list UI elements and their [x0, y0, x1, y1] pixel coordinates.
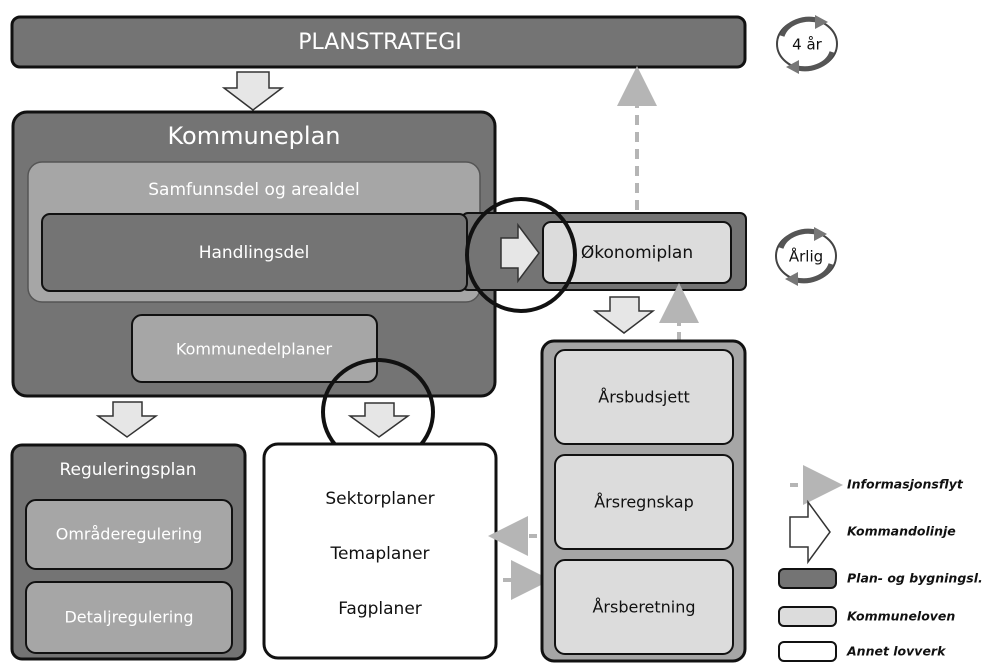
arsberetning-box: Årsberetning	[554, 559, 734, 655]
command-arrow-planstrategi	[221, 71, 285, 111]
handlingsdel-label: Handlingsdel	[199, 243, 310, 263]
legend-kommuneloven: Kommuneloven	[778, 606, 955, 627]
command-arrow-icon	[789, 499, 831, 565]
swatch-dark	[778, 568, 837, 589]
legend-plan-label: Plan- og bygningsl.	[847, 571, 983, 586]
arsbudsjett-box: Årsbudsjett	[554, 349, 734, 445]
legend-annet-label: Annet lovverk	[846, 644, 946, 659]
planstrategi-label: PLANSTRATEGI	[298, 30, 462, 55]
sektorplaner-box: Sektorplaner Temaplaner Fagplaner	[262, 442, 498, 660]
swatch-light	[778, 606, 837, 627]
kommuneplan-title: Kommuneplan	[168, 122, 341, 150]
command-arrow-budget	[592, 296, 656, 334]
okonomiplan-label: Økonomiplan	[581, 243, 693, 263]
command-arrow-regulering	[95, 401, 159, 438]
handlingsdel-box: Handlingsdel	[41, 213, 468, 292]
kommunedelplaner-label: Kommunedelplaner	[176, 340, 333, 359]
legend-kommuneloven-label: Kommuneloven	[847, 609, 955, 624]
command-arrow-sektor	[347, 402, 411, 438]
temaplaner-label: Temaplaner	[329, 544, 429, 564]
legend-info: Informasjonsflyt	[790, 465, 964, 505]
arsbudsjett-label: Årsbudsjett	[598, 388, 689, 407]
legend: Informasjonsflyt Kommandolinje Plan- og …	[778, 465, 983, 662]
command-arrow-okonomi	[500, 222, 540, 284]
cycle-4-years-icon: 4 år	[776, 15, 838, 74]
legend-plan: Plan- og bygningsl.	[778, 568, 983, 589]
detaljregulering-box: Detaljregulering	[25, 581, 233, 654]
legend-annet: Annet lovverk	[778, 641, 946, 662]
samfunnsdel-label: Samfunnsdel og arealdel	[148, 180, 360, 200]
legend-command: Kommandolinje	[789, 499, 956, 565]
omraderegulering-label: Områderegulering	[56, 525, 203, 544]
omraderegulering-box: Områderegulering	[25, 499, 233, 570]
cycle-yearly-label: Årlig	[789, 247, 823, 266]
legend-info-label: Informasjonsflyt	[847, 477, 964, 492]
reguleringsplan-title: Reguleringsplan	[59, 460, 196, 480]
detaljregulering-label: Detaljregulering	[64, 608, 193, 627]
arsregnskap-label: Årsregnskap	[594, 493, 694, 512]
cycle-4-years-label: 4 år	[792, 36, 823, 54]
okonomiplan-box: Økonomiplan	[542, 221, 732, 284]
arsregnskap-box: Årsregnskap	[554, 454, 734, 550]
fagplaner-label: Fagplaner	[338, 599, 422, 619]
cycle-yearly-icon: Årlig	[775, 227, 837, 286]
arsberetning-label: Årsberetning	[592, 598, 695, 617]
planstrategi-box: PLANSTRATEGI	[10, 15, 747, 69]
highlight-circle-okonomi	[465, 197, 577, 313]
legend-command-label: Kommandolinje	[847, 524, 956, 539]
swatch-white	[778, 641, 837, 662]
kommunedelplaner-box: Kommunedelplaner	[131, 314, 378, 383]
sektorplaner-label: Sektorplaner	[325, 489, 434, 509]
